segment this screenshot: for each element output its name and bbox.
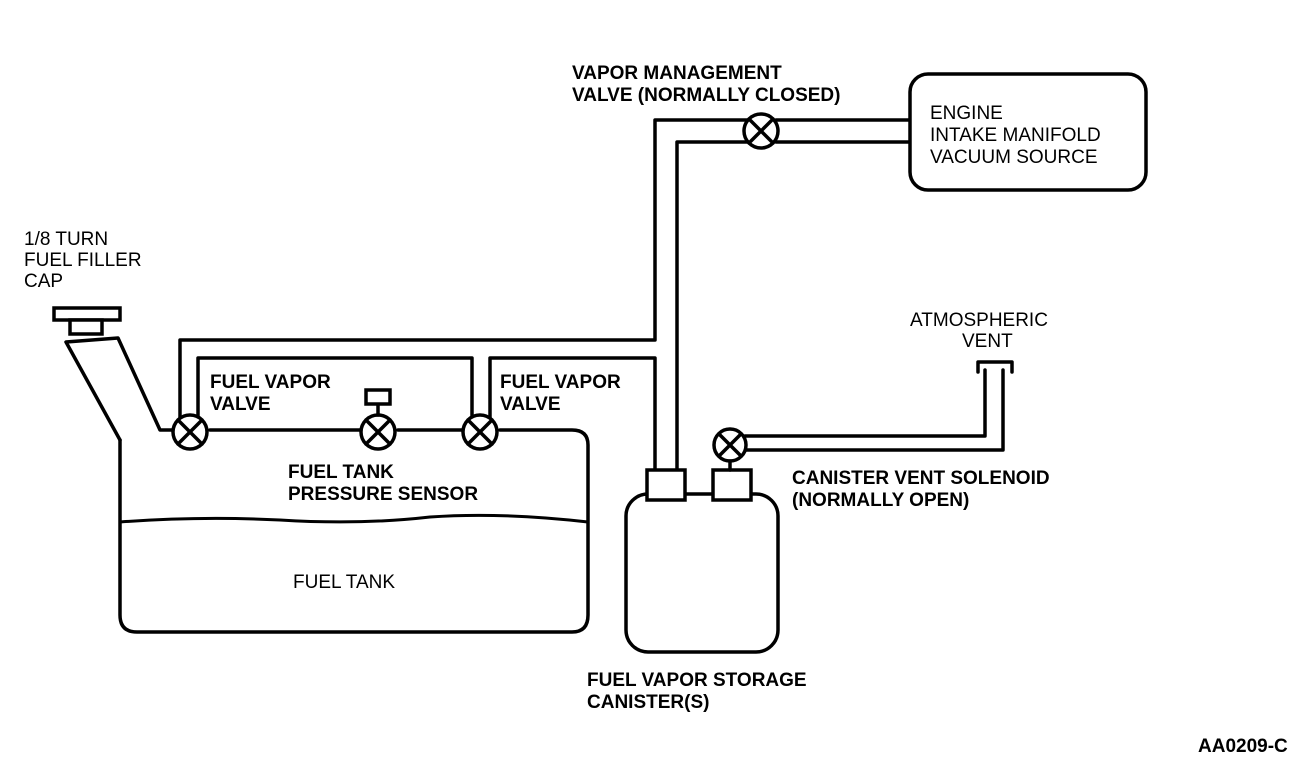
svg-text:CANISTER(S): CANISTER(S) — [587, 692, 709, 713]
svg-text:CAP: CAP — [24, 271, 63, 292]
engine-label: ENGINE INTAKE MANIFOLD VACUUM SOURCE — [930, 103, 1101, 168]
svg-text:FUEL FILLER: FUEL FILLER — [24, 250, 142, 271]
vapor-lines — [178, 118, 912, 472]
svg-text:INTAKE MANIFOLD: INTAKE MANIFOLD — [930, 125, 1101, 146]
svg-text:VALVE: VALVE — [210, 394, 271, 415]
canister-vent-solenoid-label: CANISTER VENT SOLENOID (NORMALLY OPEN) — [792, 468, 1050, 511]
svg-text:VALVE (NORMALLY CLOSED): VALVE (NORMALLY CLOSED) — [572, 85, 840, 106]
svg-text:FUEL VAPOR STORAGE: FUEL VAPOR STORAGE — [587, 670, 807, 691]
svg-text:FUEL VAPOR: FUEL VAPOR — [210, 372, 331, 393]
fuel-vapor-valve-right-label: FUEL VAPOR VALVE — [500, 372, 621, 415]
fuel-tank-label: FUEL TANK — [293, 572, 395, 593]
atmospheric-vent-cap — [976, 360, 1014, 374]
canister-vent-line — [743, 360, 1014, 452]
engine-intake-manifold-box — [908, 72, 1148, 192]
svg-text:(NORMALLY OPEN): (NORMALLY OPEN) — [792, 490, 969, 511]
atmospheric-vent-label: ATMOSPHERIC VENT — [910, 310, 1048, 352]
svg-text:1/8 TURN: 1/8 TURN — [24, 229, 108, 250]
svg-text:VENT: VENT — [962, 331, 1013, 352]
svg-text:ENGINE: ENGINE — [930, 103, 1003, 124]
svg-text:VALVE: VALVE — [500, 394, 561, 415]
svg-text:FUEL TANK: FUEL TANK — [288, 462, 394, 483]
fuel-vapor-valve-left-label: FUEL VAPOR VALVE — [210, 372, 331, 415]
canister-vent-solenoid — [712, 427, 748, 472]
fuel-tank-pressure-sensor — [359, 388, 397, 451]
fuel-vapor-valve-left — [171, 413, 209, 451]
svg-text:CANISTER VENT SOLENOID: CANISTER VENT SOLENOID — [792, 468, 1050, 489]
fuel-level-line — [119, 513, 589, 524]
svg-text:FUEL VAPOR: FUEL VAPOR — [500, 372, 621, 393]
svg-text:VAPOR MANAGEMENT: VAPOR MANAGEMENT — [572, 63, 782, 84]
svg-text:VACUUM SOURCE: VACUUM SOURCE — [930, 147, 1098, 168]
svg-text:ATMOSPHERIC: ATMOSPHERIC — [910, 310, 1048, 331]
storage-canister-label: FUEL VAPOR STORAGE CANISTER(S) — [587, 670, 807, 713]
fuel-vapor-valve-right — [461, 413, 499, 451]
pressure-sensor-label: FUEL TANK PRESSURE SENSOR — [288, 462, 478, 505]
filler-cap-label: 1/8 TURN FUEL FILLER CAP — [24, 229, 142, 292]
figure-code: AA0209-C — [1198, 736, 1288, 757]
fuel-filler-cap — [52, 306, 122, 336]
fuel-vapor-storage-canister — [624, 468, 780, 654]
fuel-tank — [64, 336, 590, 634]
vapor-management-valve — [742, 112, 780, 150]
vapor-management-valve-label: VAPOR MANAGEMENT VALVE (NORMALLY CLOSED) — [572, 63, 840, 106]
svg-text:PRESSURE SENSOR: PRESSURE SENSOR — [288, 484, 478, 505]
